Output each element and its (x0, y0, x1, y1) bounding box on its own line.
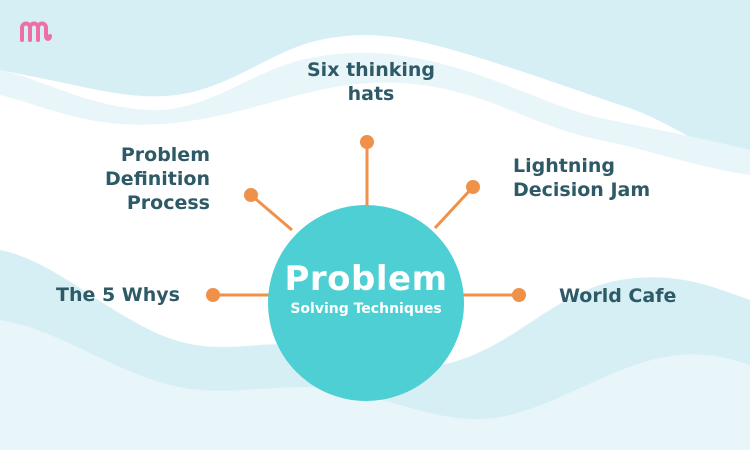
branch-label-lightning-decision-jam: Lightning Decision Jam (513, 154, 703, 202)
branch-label-line: Lightning (513, 155, 615, 177)
branch-label-six-thinking-hats: Six thinking hats (285, 58, 457, 106)
connector-dot-top (360, 135, 374, 149)
branch-label-line: The 5 Whys (55, 284, 180, 306)
branch-label-line: World Cafe (559, 285, 677, 307)
connector-dot-upper-left (244, 188, 258, 202)
central-node-title: Problem (284, 259, 448, 299)
wave-top (0, 0, 750, 160)
branch-label-line: Process (126, 192, 210, 214)
branch-label-line: hats (347, 83, 395, 105)
branch-label-line: Problem (120, 144, 210, 166)
branch-label-problem-definition-process: Problem Definition Process (60, 143, 210, 215)
branch-label-line: Definition (105, 168, 210, 190)
branch-label-five-whys: The 5 Whys (20, 283, 180, 307)
branch-label-line: Six thinking (307, 59, 435, 81)
brand-logo-icon (20, 21, 52, 42)
central-node: Problem Solving Techniques (268, 205, 464, 401)
connector-line-upper-right (433, 185, 475, 230)
central-node-subtitle: Solving Techniques (290, 301, 442, 317)
wave-bottom-light (0, 320, 750, 450)
connector-dot-upper-right (466, 180, 480, 194)
connector-dot-left (206, 288, 220, 302)
connector-dot-right (512, 288, 526, 302)
branch-label-world-cafe: World Cafe (559, 284, 719, 308)
wave-top-light (0, 52, 750, 175)
connector-line-upper-left (250, 193, 293, 232)
branch-label-line: Decision Jam (513, 179, 651, 201)
